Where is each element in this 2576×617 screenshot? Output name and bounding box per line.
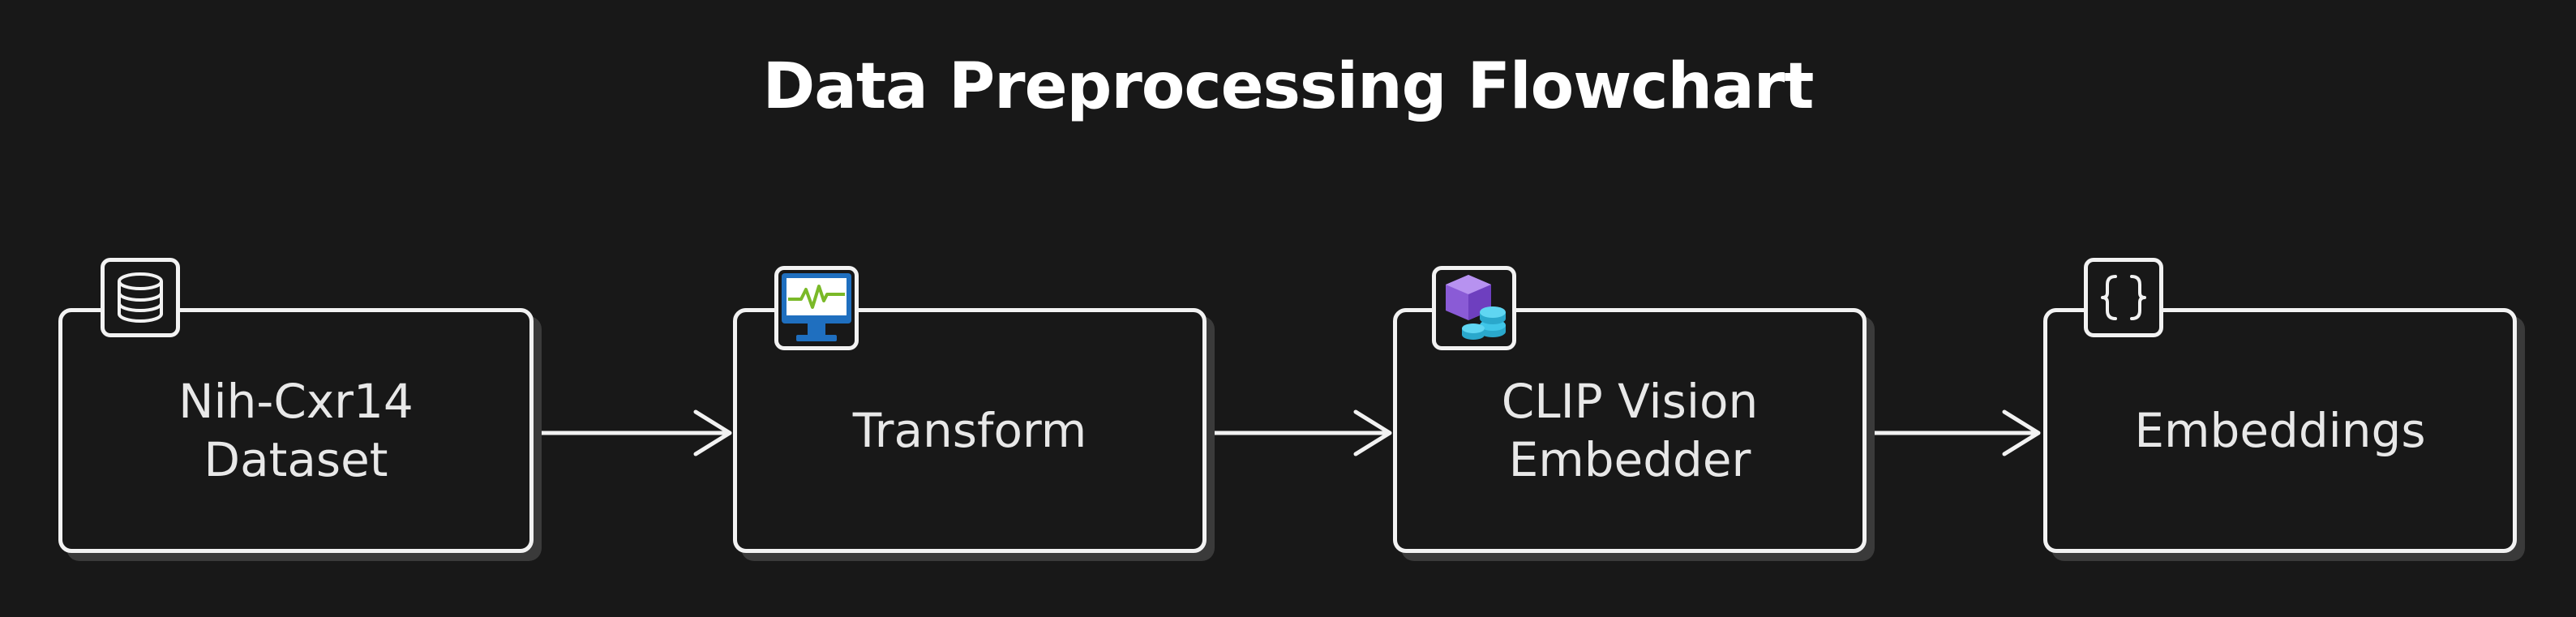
node-label-embedder: CLIP Vision Embedder — [1501, 374, 1759, 487]
edge-transform-embedder — [1206, 409, 1392, 456]
monitor-activity-icon — [774, 266, 859, 350]
edge-dataset-transform — [533, 409, 732, 456]
node-dataset[interactable]: Nih-Cxr14 Dataset — [58, 308, 534, 553]
node-transform[interactable]: Transform — [733, 308, 1207, 553]
cube-coins-icon — [1432, 266, 1516, 350]
curly-braces-icon — [2084, 258, 2163, 337]
edge-embedder-embeddings — [1866, 409, 2041, 456]
database-icon — [101, 258, 180, 337]
node-label-dataset: Nih-Cxr14 Dataset — [178, 374, 414, 487]
node-label-transform: Transform — [852, 403, 1087, 458]
diagram-title: Data Preprocessing Flowchart — [762, 50, 1815, 123]
node-embeddings[interactable]: Embeddings — [2043, 308, 2517, 553]
node-label-embeddings: Embeddings — [2134, 403, 2426, 458]
